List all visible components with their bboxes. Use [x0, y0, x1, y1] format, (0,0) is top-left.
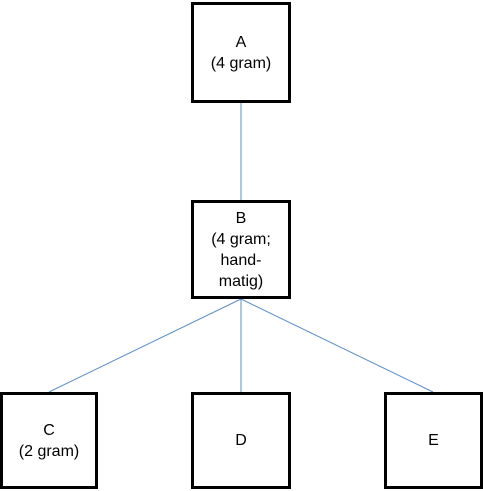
node-c: C (2 gram)	[0, 392, 98, 489]
node-a-detail: (4 gram)	[210, 54, 272, 72]
node-b: B (4 gram; hand- matig)	[191, 200, 291, 299]
node-b-title: B	[235, 209, 247, 227]
node-e: E	[384, 392, 483, 489]
node-a: A (4 gram)	[191, 2, 291, 103]
node-b-detail-line1: (4 gram;	[211, 230, 271, 248]
node-a-title: A	[235, 33, 247, 51]
node-d: D	[191, 392, 291, 489]
node-c-detail: (2 gram)	[18, 442, 80, 460]
edge-b-c	[48, 298, 242, 393]
node-b-detail-line2: hand-	[220, 251, 262, 269]
node-c-title: C	[43, 421, 55, 439]
node-d-title: D	[235, 432, 247, 449]
node-b-detail-line3: matig)	[218, 272, 264, 290]
edge-b-e	[240, 298, 434, 393]
node-e-title: E	[428, 432, 439, 449]
